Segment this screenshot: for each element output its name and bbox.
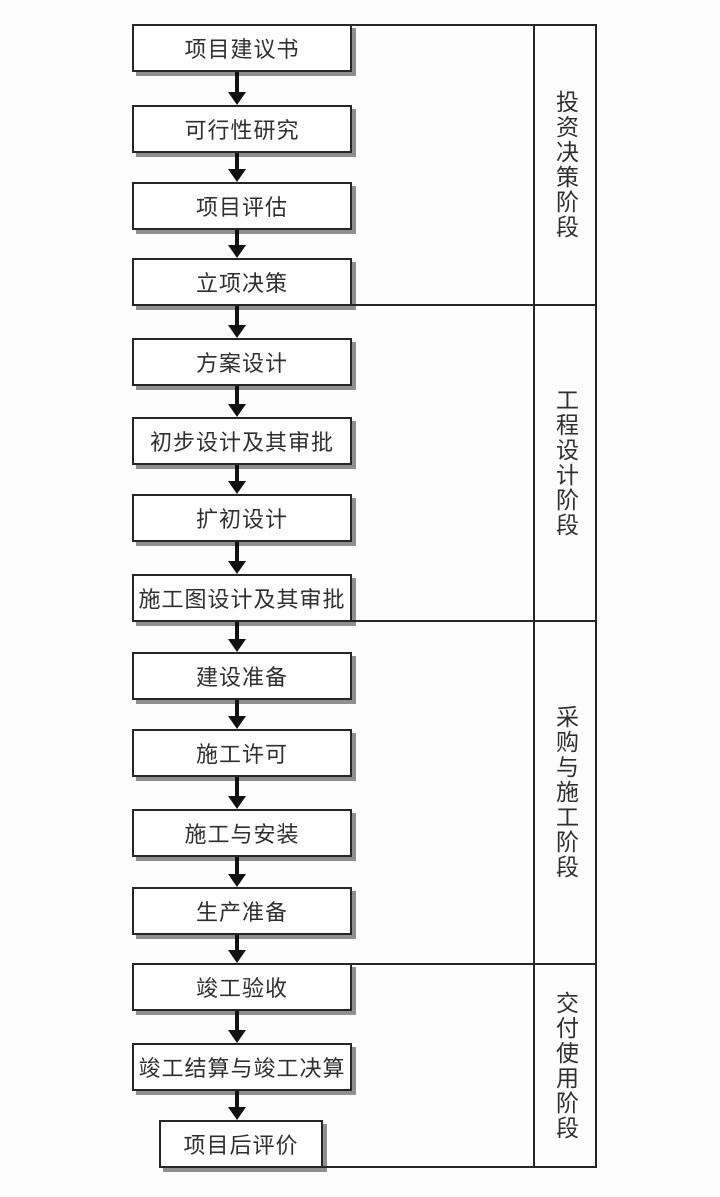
phase-grid-vline-2 xyxy=(595,24,597,1168)
flow-step-label: 扩初设计 xyxy=(195,507,288,532)
flow-step-box-1: 项目建议书 xyxy=(132,24,352,72)
down-arrow-shaft xyxy=(235,1011,239,1032)
down-arrow-shaft xyxy=(235,386,239,406)
flow-step-label: 生产准备 xyxy=(195,900,288,925)
phase-band-4: 交付使用阶段 xyxy=(533,963,597,1168)
flow-step-box-8: 施工图设计及其审批 xyxy=(132,574,352,622)
flow-step-box-7: 扩初设计 xyxy=(132,494,352,542)
phase-label: 交付使用阶段 xyxy=(552,990,578,1141)
down-arrow-shaft xyxy=(235,230,239,247)
down-arrow-shaft xyxy=(235,72,239,94)
phase-grid-hline-4 xyxy=(350,963,597,965)
down-arrow-head-icon xyxy=(228,92,246,105)
flow-step-label: 可行性研究 xyxy=(184,118,300,143)
flow-step-box-3: 项目评估 xyxy=(132,182,352,230)
flow-step-label: 施工许可 xyxy=(195,742,288,767)
down-arrow-head-icon xyxy=(228,1030,246,1043)
down-arrow-shaft xyxy=(235,622,239,641)
flow-step-box-2: 可行性研究 xyxy=(132,105,352,153)
down-arrow-head-icon xyxy=(228,481,246,494)
down-arrow-head-icon xyxy=(228,950,246,963)
down-arrow-head-icon xyxy=(228,169,246,182)
flow-step-box-12: 生产准备 xyxy=(132,887,352,935)
flow-step-label: 竣工验收 xyxy=(195,976,288,1001)
flow-step-label: 竣工结算与竣工决算 xyxy=(138,1056,346,1081)
down-arrow-head-icon xyxy=(228,639,246,652)
flow-step-label: 施工图设计及其审批 xyxy=(138,587,346,612)
down-arrow-shaft xyxy=(235,857,239,876)
down-arrow-shaft xyxy=(235,542,239,563)
flow-step-box-13: 竣工验收 xyxy=(132,963,352,1011)
phase-band-2: 工程设计阶段 xyxy=(533,304,597,622)
down-arrow-head-icon xyxy=(228,561,246,574)
flow-step-box-9: 建设准备 xyxy=(132,652,352,700)
phase-band-3: 采购与施工阶段 xyxy=(533,620,597,965)
down-arrow-shaft xyxy=(235,777,239,798)
phase-label: 投资决策阶段 xyxy=(552,90,578,240)
down-arrow-shaft xyxy=(235,700,239,718)
flow-step-box-6: 初步设计及其审批 xyxy=(132,417,352,465)
phase-label: 工程设计阶段 xyxy=(552,388,578,538)
flow-step-label: 项目建议书 xyxy=(184,37,300,62)
down-arrow-head-icon xyxy=(228,716,246,729)
down-arrow-head-icon xyxy=(228,245,246,258)
flow-step-box-14: 竣工结算与竣工决算 xyxy=(132,1043,352,1091)
flow-step-label: 方案设计 xyxy=(195,351,288,376)
flow-step-box-11: 施工与安装 xyxy=(132,809,352,857)
flow-step-box-10: 施工许可 xyxy=(132,729,352,777)
flow-step-label: 初步设计及其审批 xyxy=(149,430,334,455)
flow-step-label: 项目后评价 xyxy=(183,1133,299,1158)
phase-label: 采购与施工阶段 xyxy=(552,705,578,880)
down-arrow-shaft xyxy=(235,935,239,952)
phase-grid-hline-2 xyxy=(350,304,597,306)
phase-grid-hline-1 xyxy=(350,24,597,26)
down-arrow-shaft xyxy=(235,153,239,171)
phase-grid-vline-1 xyxy=(533,24,535,1168)
flow-step-box-4: 立项决策 xyxy=(132,258,352,306)
phase-grid-hline-5 xyxy=(321,1166,597,1168)
down-arrow-shaft xyxy=(235,1091,239,1109)
down-arrow-shaft xyxy=(235,306,239,327)
flow-step-box-15: 项目后评价 xyxy=(159,1120,323,1168)
down-arrow-head-icon xyxy=(228,796,246,809)
phase-band-1: 投资决策阶段 xyxy=(533,24,597,306)
flow-step-label: 施工与安装 xyxy=(184,822,300,847)
flow-step-label: 建设准备 xyxy=(195,665,288,690)
down-arrow-head-icon xyxy=(228,874,246,887)
down-arrow-head-icon xyxy=(228,404,246,417)
down-arrow-head-icon xyxy=(228,1107,246,1120)
down-arrow-head-icon xyxy=(228,325,246,338)
flow-step-box-5: 方案设计 xyxy=(132,338,352,386)
flow-step-label: 项目评估 xyxy=(195,195,288,220)
down-arrow-shaft xyxy=(235,465,239,483)
phase-grid-hline-3 xyxy=(350,620,597,622)
flow-step-label: 立项决策 xyxy=(195,271,288,296)
